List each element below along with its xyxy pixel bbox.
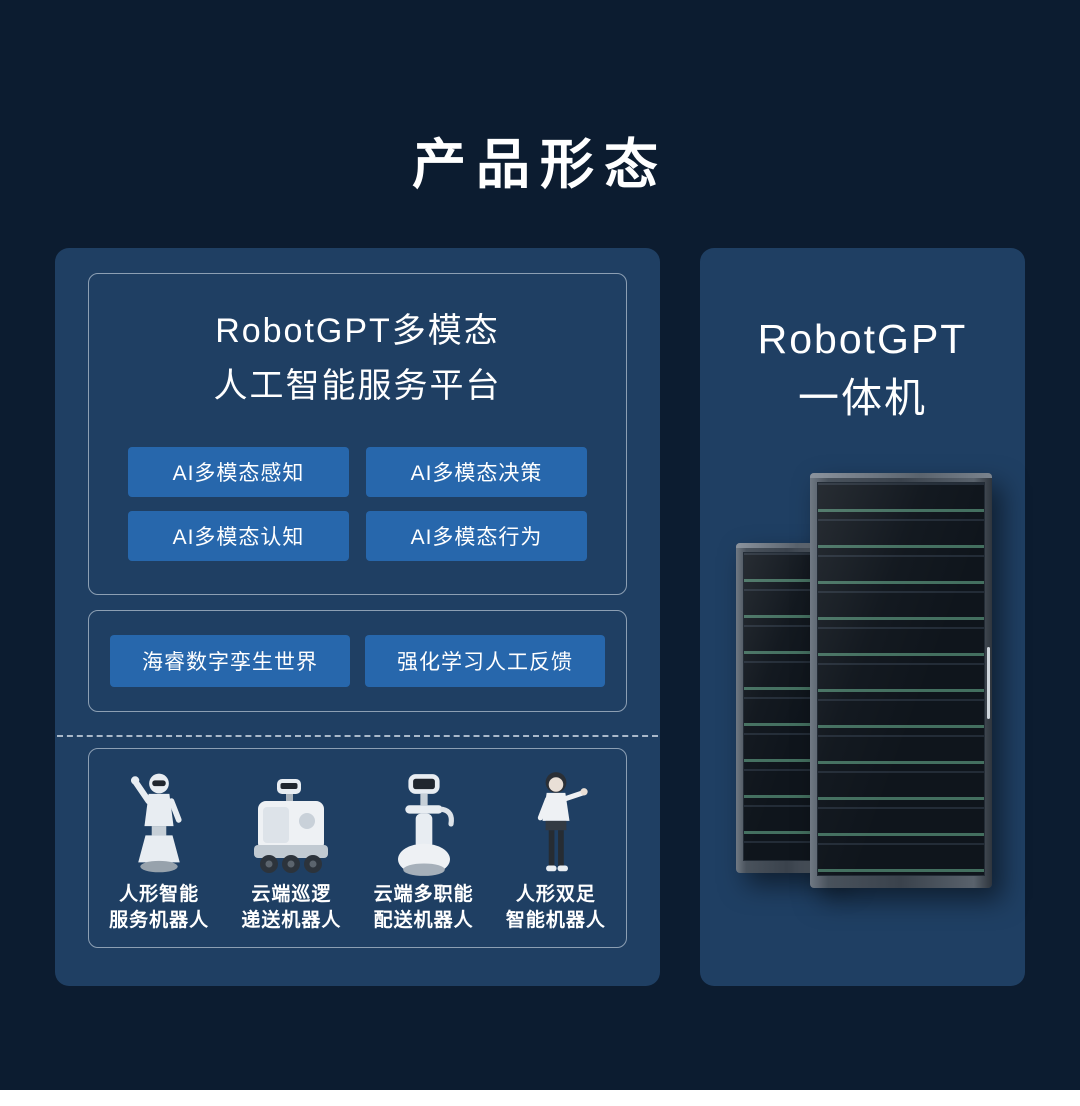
server-cabinet-front xyxy=(810,473,992,888)
page-title: 产品形态 xyxy=(412,135,668,195)
robot-item-multirole-delivery: 云端多职能 配送机器人 xyxy=(358,759,490,947)
appliance-panel: RobotGPT 一体机 xyxy=(700,248,1025,986)
multirole-delivery-robot-icon xyxy=(382,766,466,878)
robot-label: 人形智能 服务机器人 xyxy=(109,883,210,932)
robots-box: 人形智能 服务机器人 xyxy=(88,748,627,948)
humanoid-service-robot-icon xyxy=(117,766,201,878)
server-rack-image xyxy=(700,438,1025,958)
platform-title-line1: RobotGPT多模态 xyxy=(215,312,500,350)
robot-label: 云端多职能 配送机器人 xyxy=(373,883,474,932)
tech-pill-digital-twin: 海睿数字孪生世界 xyxy=(110,635,350,687)
appliance-title-line2: 一体机 xyxy=(798,375,927,422)
platform-feature-grid: AI多模态感知 AI多模态决策 AI多模态认知 AI多模态行为 xyxy=(128,447,587,561)
feature-pill-behavior: AI多模态行为 xyxy=(366,511,587,561)
feature-pill-decision: AI多模态决策 xyxy=(366,447,587,497)
patrol-delivery-robot-icon xyxy=(245,766,337,878)
tech-pill-rlhf: 强化学习人工反馈 xyxy=(365,635,605,687)
robot-label: 云端巡逻 递送机器人 xyxy=(241,883,342,932)
robot-item-patrol-delivery: 云端巡逻 递送机器人 xyxy=(225,759,357,947)
platform-panel: RobotGPT多模态 人工智能服务平台 AI多模态感知 AI多模态决策 AI多… xyxy=(55,248,660,986)
platform-title-line2: 人工智能服务平台 xyxy=(213,367,502,406)
appliance-title-line1: RobotGPT xyxy=(757,316,968,362)
bottom-strip xyxy=(0,1090,1080,1106)
platform-box: RobotGPT多模态 人工智能服务平台 AI多模态感知 AI多模态决策 AI多… xyxy=(88,273,627,595)
appliance-title: RobotGPT 一体机 xyxy=(700,248,1025,429)
feature-pill-perception: AI多模态感知 xyxy=(128,447,349,497)
platform-box-title: RobotGPT多模态 人工智能服务平台 xyxy=(89,274,626,414)
robot-label: 人形双足 智能机器人 xyxy=(505,883,606,932)
feature-pill-cognition: AI多模态认知 xyxy=(128,511,349,561)
dashed-divider xyxy=(57,735,658,737)
bipedal-humanoid-robot-icon xyxy=(514,766,598,878)
robot-item-bipedal-humanoid: 人形双足 智能机器人 xyxy=(490,759,622,947)
robot-item-humanoid-service: 人形智能 服务机器人 xyxy=(93,759,225,947)
tech-box: 海睿数字孪生世界 强化学习人工反馈 xyxy=(88,610,627,712)
